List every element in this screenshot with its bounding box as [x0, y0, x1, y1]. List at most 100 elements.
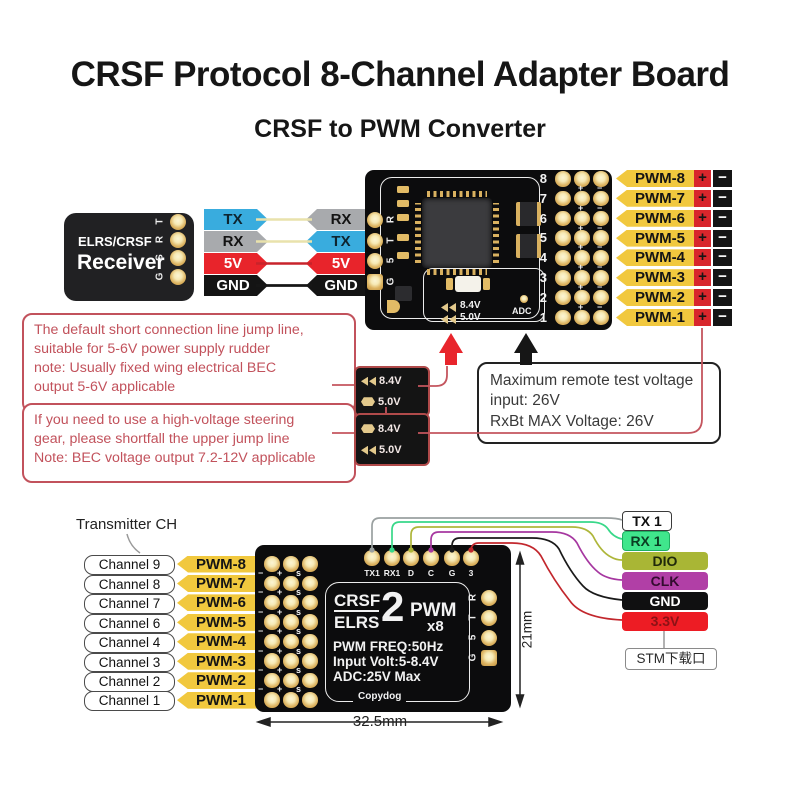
- mcu-chip: [422, 198, 492, 268]
- programming-pin-label: RX1: [383, 568, 401, 578]
- pwm-plus-terminal: +: [694, 269, 711, 287]
- wire-label-right: 5V: [306, 253, 370, 274]
- port-label-33v: 3.3V: [622, 612, 708, 631]
- grid-pad: [593, 190, 609, 207]
- channel-item: Channel 8: [84, 574, 175, 595]
- uart-pin: [481, 650, 497, 666]
- uart-pin-label: 5: [467, 634, 479, 641]
- pwm-minus-terminal: −: [713, 289, 732, 307]
- board-pin: [367, 212, 383, 228]
- pwm-output-tag: PWM-2: [616, 289, 698, 307]
- grid-col-mark: s: [296, 665, 302, 675]
- board-pin-label: G: [385, 277, 397, 286]
- grid-minus-mark: −: [597, 262, 603, 273]
- jumper-open-icon: [361, 445, 376, 455]
- grid-col-mark: +: [277, 684, 283, 695]
- grid-pad: [302, 594, 318, 611]
- grid-pad: [555, 250, 571, 266]
- grid-minus-mark: −: [597, 301, 603, 312]
- regulator: [395, 286, 412, 301]
- grid-pad: [264, 575, 280, 591]
- component-pad: [397, 200, 409, 207]
- pwm-minus-terminal: −: [713, 189, 732, 207]
- brand-copydog: Copydog: [353, 691, 407, 702]
- grid-pad: [302, 633, 318, 650]
- wire-label-right: GND: [306, 275, 370, 296]
- grid-pad: [574, 171, 590, 187]
- adc-label: ADC: [512, 306, 532, 316]
- voltage-line: Maximum remote test voltage: [490, 372, 694, 389]
- pwm-output-tag: PWM-6: [616, 209, 698, 227]
- dimension-width-label: 32.5mm: [340, 713, 420, 730]
- grid-pad: [574, 270, 590, 286]
- programming-pin-label: 3: [468, 568, 474, 578]
- port-label-dio: DIO: [622, 552, 708, 570]
- grid-col-mark: +: [277, 567, 283, 578]
- receiver-label-line1: ELRS/CRSF: [78, 234, 152, 249]
- grid-pad: [283, 614, 299, 630]
- grid-pad: [264, 614, 280, 630]
- grid-minus-mark: −: [597, 242, 603, 253]
- pwm-channel-tag: PWM-7: [177, 575, 259, 592]
- grid-col-mark: −: [258, 684, 264, 695]
- grid-pad: [574, 210, 590, 227]
- wire-label-left: 5V: [204, 253, 268, 274]
- dimension-height-label: 21mm: [519, 610, 535, 649]
- pwm-output-tag: PWM-7: [616, 189, 698, 207]
- pwm-channel-tag: PWM-6: [177, 594, 259, 612]
- jumper-option: 8.4V: [379, 375, 402, 388]
- voltage-line: RxBt MAX Voltage: 26V: [490, 412, 654, 430]
- programming-pin: [444, 550, 460, 566]
- logo-2: 2: [381, 583, 405, 630]
- pwm-output-tag: PWM-4: [616, 249, 698, 267]
- grid-col-mark: +: [277, 645, 283, 656]
- grid-pad: [264, 556, 280, 572]
- grid-col-mark: −: [258, 626, 264, 636]
- grid-pad: [593, 250, 609, 266]
- receiver-pin: [170, 250, 186, 266]
- board-pin: [367, 274, 383, 290]
- logo-crsf: CRSF: [334, 591, 381, 610]
- grid-minus-mark: −: [597, 182, 603, 193]
- pwm-plus-terminal: +: [694, 229, 711, 247]
- receiver-pin-label: T: [154, 218, 166, 225]
- pwm-channel-tag: PWM-4: [177, 633, 259, 651]
- spec-freq: PWM FREQ:50Hz: [333, 639, 444, 654]
- note-box-high-voltage: If you need to use a high-voltage steeri…: [22, 403, 356, 483]
- pwm-plus-terminal: +: [694, 189, 711, 207]
- channel-item: Channel 1: [84, 691, 175, 711]
- grid-pad: [574, 289, 590, 306]
- channel-number: 7: [539, 190, 547, 206]
- grid-pad: [555, 270, 571, 286]
- grid-plus-mark: +: [578, 281, 584, 292]
- grid-pad: [283, 672, 299, 689]
- grid-pad: [574, 190, 590, 207]
- component-pad: [483, 278, 490, 290]
- board-pin-label: 5: [385, 257, 397, 264]
- grid-pad: [555, 309, 571, 326]
- jumper-pads-icon: [441, 315, 456, 324]
- programming-pin: [463, 550, 479, 566]
- note-line: note: Usually fixed wing electrical BEC: [34, 359, 277, 376]
- stm-download-port-label: STM下载口: [625, 648, 717, 670]
- jumper-option: 8.4V: [378, 422, 401, 435]
- grid-pad: [593, 309, 609, 326]
- pwm-minus-terminal: −: [713, 229, 732, 247]
- wire-label-left: GND: [204, 275, 268, 296]
- pwm-output-tag: PWM-1: [616, 309, 698, 326]
- receiver-pin: [170, 214, 186, 230]
- red-arrow-icon: [439, 333, 463, 365]
- mcu-pins-right: [493, 203, 499, 263]
- grid-pad: [555, 171, 571, 187]
- jumper-bridged-icon: [361, 397, 375, 407]
- board-pin-label: R: [385, 215, 397, 224]
- uart-pin-label: T: [467, 614, 479, 621]
- programming-pin: [423, 550, 439, 566]
- grid-minus-mark: −: [597, 202, 603, 213]
- component-pad: [397, 214, 409, 221]
- grid-pad: [593, 210, 609, 227]
- pwm-plus-terminal: +: [694, 209, 711, 227]
- receiver-label-line2: Receiver: [77, 251, 165, 274]
